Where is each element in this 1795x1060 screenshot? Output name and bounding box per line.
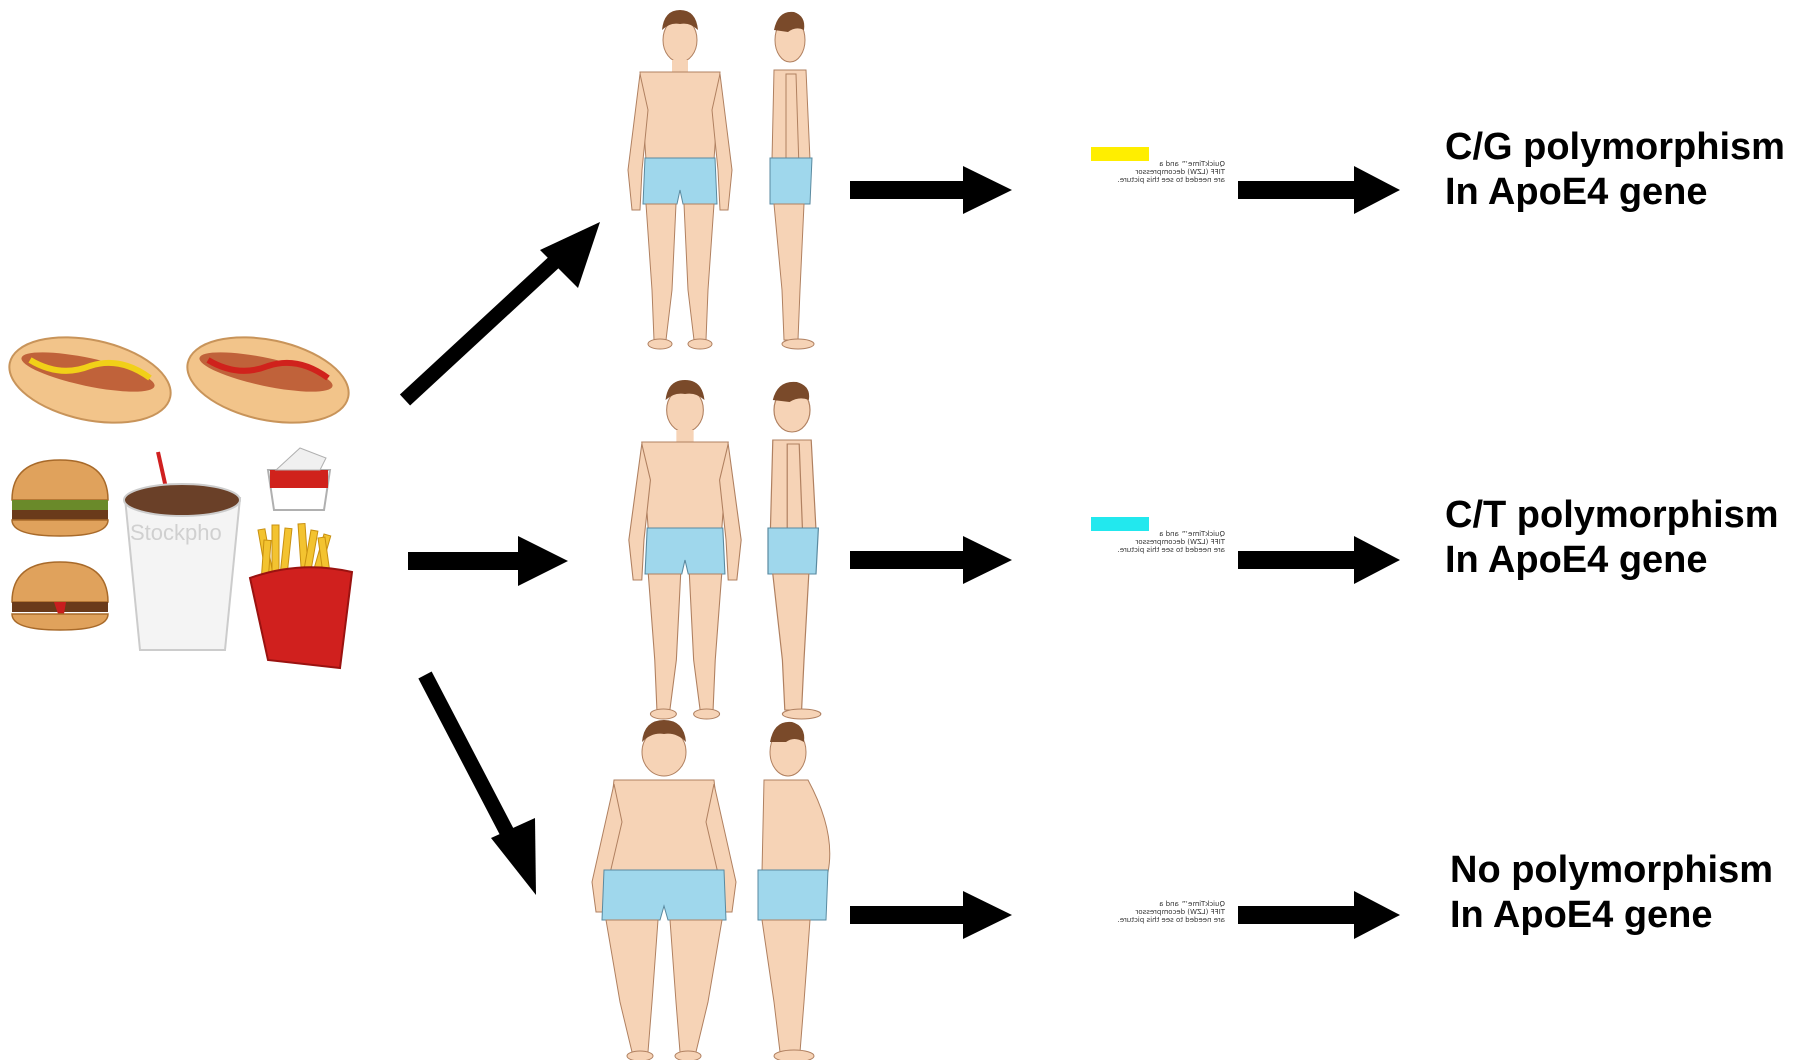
outcome-label-ct: C/T polymorphism In ApoE4 gene <box>1445 493 1779 583</box>
stock-watermark: Stockpho <box>130 520 222 545</box>
fast-food-illustration: Stockpho <box>1 324 356 668</box>
burger-top <box>12 460 108 536</box>
arrow-to-thin <box>405 222 600 400</box>
arrow-to-obese <box>425 675 536 895</box>
outcome-gene: In ApoE4 gene <box>1445 170 1785 215</box>
placeholder-line: TIFF (LZW) decompressor <box>1115 908 1225 916</box>
marker-bar-ct <box>1091 517 1149 531</box>
outcome-gene: In ApoE4 gene <box>1450 893 1773 938</box>
outcome-title: C/T polymorphism <box>1445 493 1779 538</box>
arrow-row2-b <box>1238 536 1400 584</box>
hotdog-mustard <box>1 324 178 436</box>
arrow-row2-a <box>850 536 1012 584</box>
arrow-row1-a <box>850 166 1012 214</box>
obese-body-side <box>758 722 830 1060</box>
thin-body-front <box>628 10 732 349</box>
marker-bar-cg <box>1091 147 1149 161</box>
soda-cup: Stockpho <box>124 452 240 650</box>
arrow-to-muscular <box>408 536 568 586</box>
outcome-gene: In ApoE4 gene <box>1445 538 1779 583</box>
placeholder-line: QuickTime™ and a <box>1115 900 1225 908</box>
outcome-label-none: No polymorphism In ApoE4 gene <box>1450 848 1773 938</box>
outcome-title: C/G polymorphism <box>1445 125 1785 170</box>
placeholder-line: TIFF (LZW) decompressor <box>1115 538 1225 546</box>
image-placeholder-3: QuickTime™ and a TIFF (LZW) decompressor… <box>1115 900 1225 924</box>
arrow-row3-b <box>1238 891 1400 939</box>
image-placeholder-1: QuickTime™ and a TIFF (LZW) decompressor… <box>1115 160 1225 184</box>
hotdog-ketchup <box>179 324 356 436</box>
arrow-row1-b <box>1238 166 1400 214</box>
placeholder-line: QuickTime™ and a <box>1115 530 1225 538</box>
ketchup-cup <box>268 448 330 510</box>
arrow-row3-a <box>850 891 1012 939</box>
outcome-label-cg: C/G polymorphism In ApoE4 gene <box>1445 125 1785 215</box>
thin-body-side <box>770 12 814 349</box>
outcome-title: No polymorphism <box>1450 848 1773 893</box>
placeholder-line: are needed to see this picture. <box>1115 546 1225 554</box>
obese-body-front <box>592 720 736 1060</box>
placeholder-line: QuickTime™ and a <box>1115 160 1225 168</box>
french-fries <box>250 524 352 668</box>
burger-bottom <box>12 562 108 630</box>
image-placeholder-2: QuickTime™ and a TIFF (LZW) decompressor… <box>1115 530 1225 554</box>
placeholder-line: are needed to see this picture. <box>1115 916 1225 924</box>
muscular-body-front <box>629 380 741 719</box>
placeholder-line: TIFF (LZW) decompressor <box>1115 168 1225 176</box>
placeholder-line: are needed to see this picture. <box>1115 176 1225 184</box>
muscular-body-side <box>768 382 821 719</box>
